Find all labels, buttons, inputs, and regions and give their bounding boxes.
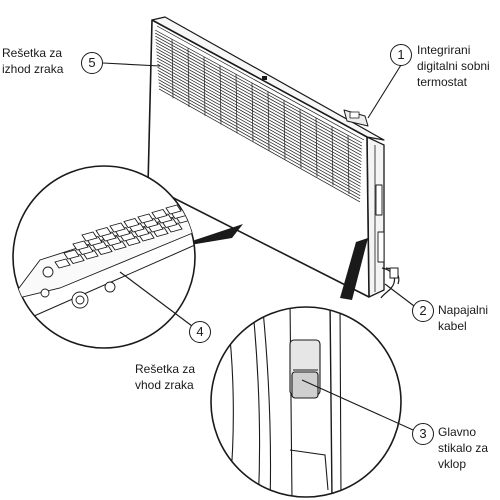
vent-cell <box>123 217 140 229</box>
grille-divider <box>299 109 302 169</box>
grille-divider <box>347 135 350 195</box>
grille-divider <box>203 56 206 116</box>
grille-slat <box>157 76 361 190</box>
grille-slat <box>156 57 362 172</box>
grille-slat <box>156 48 362 162</box>
callout-number-2: 2 <box>412 300 434 322</box>
callout-label-3-line-3: vklop <box>438 457 467 471</box>
callout-label-1-line-2: digitalni sobni <box>417 59 490 73</box>
outlet-grille <box>154 29 363 203</box>
vent-cell <box>151 208 168 220</box>
vent-cell <box>63 249 80 260</box>
vent-cell <box>137 213 154 224</box>
grille-divider <box>283 100 286 160</box>
grille-divider <box>187 47 190 107</box>
grille-divider <box>267 91 270 151</box>
grille-slat <box>154 29 363 144</box>
grille-slat <box>157 66 361 181</box>
grille-divider <box>171 39 174 99</box>
vent-cell <box>95 226 112 238</box>
grille-slat <box>157 69 361 184</box>
grille-slat <box>158 82 361 197</box>
grille-slat <box>155 32 363 147</box>
callout-label-1-line-3: termostat <box>417 75 468 89</box>
grille-divider <box>235 74 238 134</box>
callout-label-4: Rešetka za vhod zraka <box>135 361 195 393</box>
callout-label-4-line-2: vhod zraka <box>135 378 194 392</box>
grille-slat <box>156 54 362 169</box>
callout-label-2-line-2: kabel <box>438 319 467 333</box>
vent-cell <box>109 222 126 233</box>
grille-slat <box>157 63 362 178</box>
callout-label-2: Napajalni kabel <box>438 302 488 334</box>
callout-label-5-line-2: izhod zraka <box>2 62 64 76</box>
main-switch-zoom <box>210 238 402 498</box>
vent-cell <box>54 258 71 269</box>
grille-slat <box>158 79 361 193</box>
callout-label-4-line-1: Rešetka za <box>135 362 196 376</box>
grille-divider <box>315 117 318 177</box>
callout-number-3: 3 <box>412 423 434 445</box>
callout-number-4: 4 <box>189 321 211 343</box>
callout-label-3-line-1: Glavno <box>438 425 477 439</box>
grille-slat <box>156 60 362 175</box>
callout-number-5: 5 <box>81 52 103 74</box>
vent-cell <box>81 231 98 242</box>
grille-slat <box>155 38 362 153</box>
callout-label-5-line-1: Rešetka za <box>2 46 63 60</box>
callout-number-1: 1 <box>390 44 412 66</box>
grille-divider <box>251 82 254 142</box>
grille-slat <box>155 45 362 159</box>
grille-slat <box>157 73 361 187</box>
grille-slat <box>158 88 361 203</box>
grille-divider <box>219 65 222 125</box>
callout-label-5: Rešetka za izhod zraka <box>2 45 63 77</box>
callout-label-1-line-1: Integrirani <box>417 43 471 57</box>
callout-label-3-line-2: stikalo za <box>438 441 489 455</box>
vent-cell <box>165 204 182 215</box>
callout-label-3: Glavno stikalo za vklop <box>438 424 488 472</box>
grille-slat <box>158 85 361 200</box>
vent-cell <box>72 240 89 251</box>
callout-label-2-line-1: Napajalni <box>438 303 489 317</box>
grille-slat <box>155 42 362 156</box>
callout-label-1: Integrirani digitalni sobni termostat <box>417 42 490 90</box>
grille-divider <box>331 126 334 186</box>
grille-slat <box>155 35 362 150</box>
grille-slat <box>156 51 362 166</box>
